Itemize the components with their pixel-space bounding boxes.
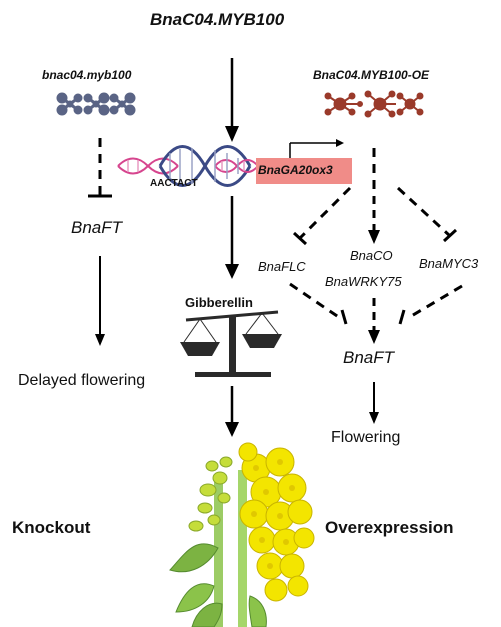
- rapeseed-plant-illustration: [169, 442, 315, 627]
- overexpression-pathway-lines: [289, 148, 463, 412]
- target-flc: BnaFLC: [258, 259, 306, 274]
- promoter-gene-label: BnaGA20ox3: [258, 163, 333, 177]
- knockout-ft-gene: BnaFT: [71, 218, 123, 237]
- flowering-arrowhead: [369, 412, 379, 424]
- hormone-label: Gibberellin: [185, 295, 253, 310]
- knockout-outcome: Delayed flowering: [18, 372, 146, 389]
- target-co: BnaCO: [350, 248, 393, 263]
- promoter-to-gibberellin-arrow: [225, 196, 239, 279]
- title-to-promoter-arrow: [225, 58, 239, 142]
- knockout-protein-icon: [56, 92, 136, 116]
- wrky-arrowhead: [368, 330, 380, 344]
- knockout-header: bnac04.myb100: [42, 68, 132, 82]
- transcription-start-arrow-icon: [289, 139, 344, 158]
- target-wrky: BnaWRKY75: [325, 274, 402, 289]
- balance-scale-icon: [180, 310, 282, 377]
- overexpression-header: BnaC04.MYB100-OE: [313, 68, 430, 82]
- overexpression-section-label: Overexpression: [325, 518, 454, 537]
- binding-motif: AACTACT: [150, 178, 198, 189]
- knockout-section-label: Knockout: [12, 518, 91, 537]
- dna-helix-icon: [117, 145, 259, 187]
- overexpression-protein-icon: [324, 90, 424, 118]
- left-flowering-arrow: [95, 256, 105, 346]
- diagram-title: BnaC04.MYB100: [150, 10, 285, 29]
- target-myc: BnaMYC3: [419, 256, 479, 271]
- left-inhibition-line: [88, 138, 112, 198]
- overexpression-ft-gene: BnaFT: [343, 348, 395, 367]
- co-arrowhead: [368, 230, 380, 244]
- promoter-gene-box: [256, 158, 352, 184]
- overexpression-outcome: Flowering: [331, 429, 401, 446]
- gibberellin-to-plant-arrow: [225, 386, 239, 437]
